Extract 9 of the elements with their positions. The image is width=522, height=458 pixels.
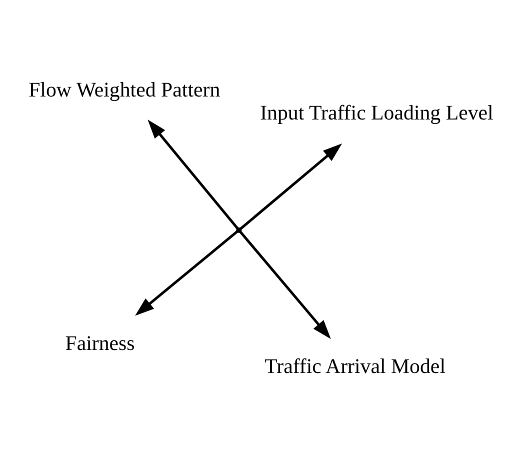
node-point	[236, 226, 242, 232]
arrow	[135, 230, 238, 316]
arrow	[239, 230, 331, 339]
node-text: Input Traffic Loading Level	[260, 100, 494, 124]
node-text: Fairness	[65, 330, 135, 355]
arrow	[240, 143, 342, 230]
node-text: Traffic Arrival Model	[264, 354, 446, 378]
arrow	[148, 119, 239, 229]
node-text: Flow Weighted Pattern	[28, 77, 220, 102]
